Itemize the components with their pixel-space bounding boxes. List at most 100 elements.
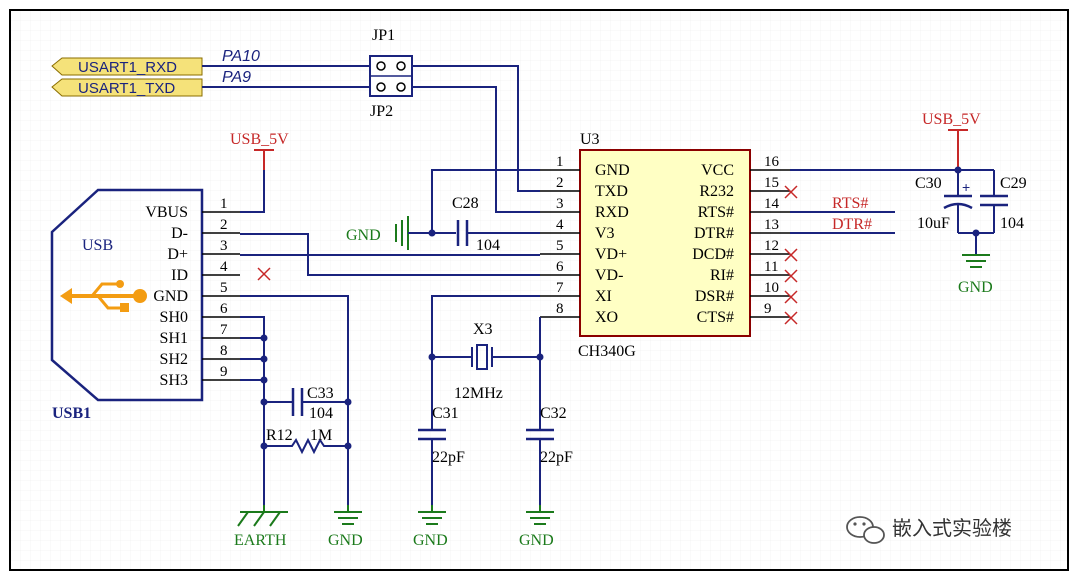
earth-symbol <box>237 505 288 527</box>
c31-value: 22pF <box>432 449 465 466</box>
jumper-jp1-jp2 <box>369 55 413 97</box>
ic-pin-number: 4 <box>556 217 564 233</box>
ic-pin-name: GND <box>595 162 630 179</box>
ic-right-pins: 16VCC15R23214RTS#13DTR#12DCD#11RI#10DSR#… <box>692 154 790 326</box>
gnd-label-right: GND <box>958 279 993 296</box>
ic-pin-name: RTS# <box>698 204 734 221</box>
capacitor-c31 <box>418 428 446 505</box>
net-label-pa9: PA9 <box>222 69 251 86</box>
ic-pin-number: 1 <box>556 154 564 170</box>
usb-pin-number: 6 <box>220 301 228 317</box>
usb5v-label-left: USB_5V <box>230 131 289 148</box>
ic-pin-number: 16 <box>764 154 780 170</box>
jp2-label: JP2 <box>370 103 393 120</box>
earth-label: EARTH <box>234 532 287 549</box>
c32-ref: C32 <box>540 405 567 422</box>
r12-ref: R12 <box>266 427 293 444</box>
resistor-r12 <box>264 437 348 455</box>
ic-pin-name: RI# <box>710 267 734 284</box>
c32-value: 22pF <box>540 449 573 466</box>
c28-value: 104 <box>476 237 500 254</box>
sheet-border <box>9 9 1069 571</box>
ic-pin-number: 15 <box>764 175 779 191</box>
net-label-dtr: DTR# <box>832 216 872 233</box>
capacitor-c28 <box>456 220 540 246</box>
usb-pin-number: 3 <box>220 238 228 254</box>
watermark-text: 嵌入式实验楼 <box>892 517 1012 540</box>
ic-pin-name: CTS# <box>697 309 734 326</box>
ic-pin-name: TXD <box>595 183 628 200</box>
gnd-label-usb: GND <box>328 532 363 549</box>
crystal-x3 <box>471 344 493 370</box>
x3-ref: X3 <box>473 321 493 338</box>
usb-pin-name: SH2 <box>160 351 188 368</box>
port-rxd-label: USART1_RXD <box>78 59 177 76</box>
ic-pin-name: DCD# <box>692 246 734 263</box>
usb-pin-name: SH0 <box>160 309 188 326</box>
ic-pin-number: 3 <box>556 196 564 212</box>
ic-pin-name: VCC <box>701 162 734 179</box>
ic-pin-number: 10 <box>764 280 779 296</box>
net-label-pa10: PA10 <box>222 48 260 65</box>
ic-pin-name: DSR# <box>695 288 734 305</box>
c33-ref: C33 <box>307 385 334 402</box>
gnd-symbol-right <box>962 254 990 268</box>
usb-ref: USB1 <box>52 405 91 422</box>
usb-pin-name: SH1 <box>160 330 188 347</box>
jp1-label: JP1 <box>372 27 395 44</box>
ic-pin-name: XI <box>595 288 612 305</box>
svg-text:+: + <box>962 179 970 195</box>
ic-pin-number: 7 <box>556 280 564 296</box>
capacitor-c29 <box>980 170 1008 233</box>
gnd-label-c28: GND <box>346 227 381 244</box>
usb5v-label-right: USB_5V <box>922 111 981 128</box>
c29-value: 104 <box>1000 215 1024 232</box>
gnd-label-c31: GND <box>413 532 448 549</box>
usb-pin-number: 4 <box>220 259 228 275</box>
usb-pin-number: 9 <box>220 364 228 380</box>
ic-pin-name: V3 <box>595 225 615 242</box>
c30-ref: C30 <box>915 175 942 192</box>
usb-pin-number: 7 <box>220 322 228 338</box>
capacitor-c30: + <box>943 170 973 233</box>
usb-pin-number: 2 <box>220 217 228 233</box>
ic-part: CH340G <box>578 343 636 360</box>
c30-value: 10uF <box>917 215 950 232</box>
ic-pin-number: 12 <box>764 238 779 254</box>
ic-pin-number: 8 <box>556 301 564 317</box>
c31-ref: C31 <box>432 405 459 422</box>
capacitor-c33 <box>264 388 348 416</box>
usb-connector-body <box>50 188 204 402</box>
ic-pin-number: 6 <box>556 259 564 275</box>
usb-pin-name: SH3 <box>160 372 188 389</box>
ic-pin-number: 9 <box>764 301 772 317</box>
ic-pin-number: 11 <box>764 259 778 275</box>
wechat-icon <box>846 516 885 544</box>
net-label-rts: RTS# <box>832 195 868 212</box>
gnd-symbol-c32 <box>526 505 554 525</box>
ic-pin-number: 5 <box>556 238 564 254</box>
ic-pin-number: 13 <box>764 217 779 233</box>
usb-pin-name: VBUS <box>145 204 188 221</box>
ic-pin-number: 2 <box>556 175 564 191</box>
usb-pin-name: D+ <box>167 246 188 263</box>
usb-pin-number: 1 <box>220 196 228 212</box>
gnd-label-c32: GND <box>519 532 554 549</box>
port-usart1-txd: USART1_TXD <box>51 78 203 97</box>
ic-pin-name: DTR# <box>694 225 734 242</box>
usb-pin-name: GND <box>153 288 188 305</box>
usb-pin-name: ID <box>171 267 188 284</box>
no-connect-marks <box>784 185 798 325</box>
port-txd-label: USART1_TXD <box>78 80 175 97</box>
port-usart1-rxd: USART1_RXD <box>51 57 203 76</box>
gnd-symbol-usb <box>334 505 362 525</box>
ic-ref: U3 <box>580 131 600 148</box>
usb-pin-number: 8 <box>220 343 228 359</box>
ic-pin-name: VD- <box>595 267 623 284</box>
usb-label: USB <box>82 237 113 254</box>
ic-pin-name: R232 <box>699 183 734 200</box>
